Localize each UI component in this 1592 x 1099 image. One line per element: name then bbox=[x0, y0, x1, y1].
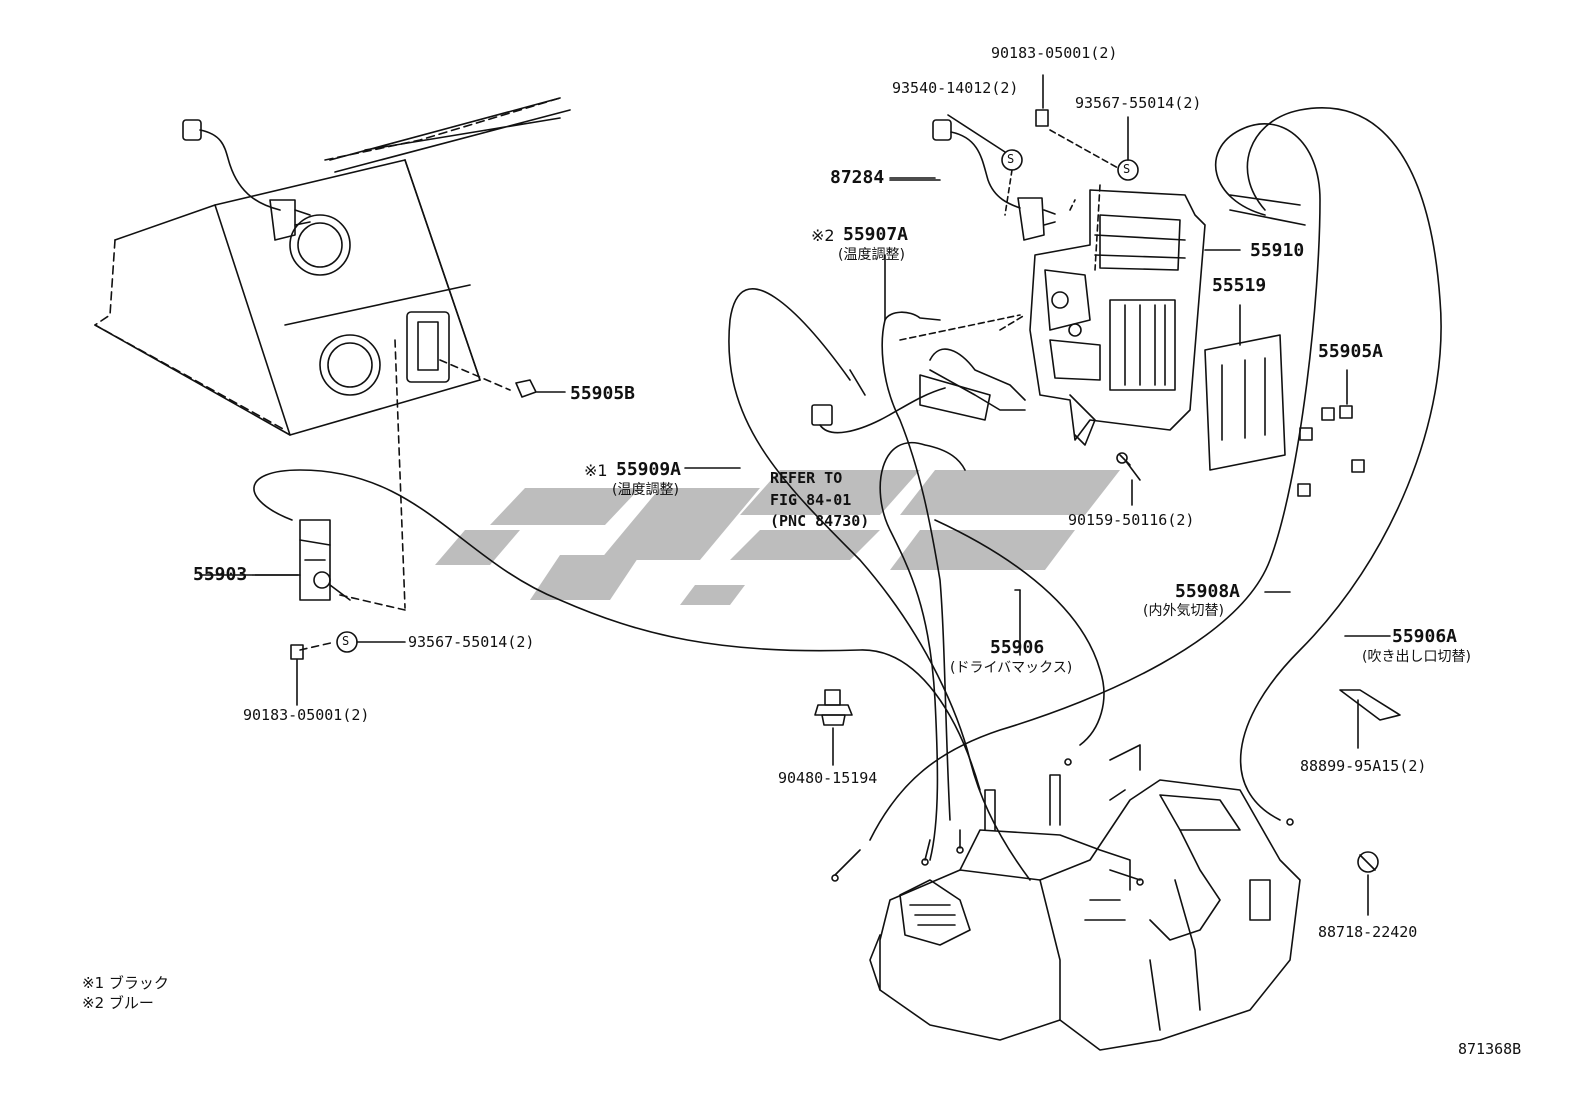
clamp-88718 bbox=[1357, 851, 1379, 916]
label-90183-top: 90183-05001(2) bbox=[991, 44, 1118, 62]
clip-55905B bbox=[515, 379, 566, 398]
label-55907A-desc: (温度調整) bbox=[838, 247, 905, 263]
label-93540: 93540-14012(2) bbox=[892, 79, 1019, 97]
label-90183-left: 90183-05001(2) bbox=[243, 706, 370, 724]
label-93567-left: 93567-55014(2) bbox=[408, 633, 535, 651]
label-55905A: 55905A bbox=[1318, 341, 1384, 362]
label-55909A-mark: ※1 bbox=[584, 461, 608, 480]
label-55903: 55903 bbox=[193, 564, 248, 585]
wire-harness bbox=[819, 348, 1026, 434]
nut-90183-left bbox=[290, 644, 304, 660]
cable-55907A bbox=[728, 288, 1031, 881]
label-55909A-desc: (温度調整) bbox=[612, 482, 679, 498]
label-90159: 90159-50116(2) bbox=[1068, 511, 1195, 529]
dashboard-panel bbox=[94, 97, 571, 609]
label-93567-top: 93567-55014(2) bbox=[1075, 94, 1202, 112]
cable-55908A bbox=[869, 123, 1321, 841]
label-55906-desc: (ドライバマックス) bbox=[950, 660, 1073, 676]
sensor-87284 bbox=[182, 119, 936, 241]
clip-symbol-93567-left: S bbox=[342, 634, 350, 648]
screw-90159 bbox=[1116, 452, 1141, 506]
label-55909A: 55909A bbox=[616, 459, 682, 480]
label-55907A-mark: ※2 bbox=[811, 226, 835, 245]
label-55908A: 55908A bbox=[1175, 581, 1241, 602]
label-55906A-desc: (吹き出し口切替) bbox=[1362, 649, 1471, 665]
clip-symbol-93567-top: S bbox=[1123, 162, 1131, 176]
heater-unit bbox=[869, 744, 1301, 1051]
label-55906A: 55906A bbox=[1392, 626, 1458, 647]
cable-55909A bbox=[253, 469, 981, 791]
plate-55519 bbox=[1204, 304, 1286, 471]
label-refer-3: (PNC 84730) bbox=[770, 512, 870, 530]
label-refer-1: REFER TO bbox=[770, 469, 843, 487]
label-55906: 55906 bbox=[990, 637, 1045, 658]
clip-symbol-93540: S bbox=[1007, 152, 1015, 166]
cable-55906 bbox=[879, 442, 966, 861]
footnote-1: ※1 ブラック bbox=[82, 974, 169, 992]
label-55908A-desc: (内外気切替) bbox=[1143, 603, 1224, 619]
label-55905B: 55905B bbox=[570, 383, 636, 404]
control-head-55910 bbox=[1029, 189, 1241, 446]
cable-55906A bbox=[1239, 107, 1442, 821]
lever-55903 bbox=[252, 519, 406, 611]
label-55907A: 55907A bbox=[843, 224, 909, 245]
label-90480: 90480-15194 bbox=[778, 769, 878, 787]
label-88899: 88899-95A15(2) bbox=[1300, 757, 1427, 775]
label-87284: 87284 bbox=[830, 167, 885, 188]
grommet-90480 bbox=[814, 689, 853, 766]
label-55910: 55910 bbox=[1250, 240, 1305, 261]
label-55519: 55519 bbox=[1212, 275, 1267, 296]
cable-ends bbox=[831, 758, 1294, 886]
label-88718: 88718-22420 bbox=[1318, 923, 1418, 941]
label-refer-2: FIG 84-01 bbox=[770, 491, 852, 509]
pad-88899 bbox=[1339, 689, 1401, 749]
clips-55905A bbox=[1297, 369, 1365, 497]
leader-lines bbox=[254, 179, 941, 576]
footnote-2: ※2 ブルー bbox=[82, 994, 154, 1012]
nut-90183-top bbox=[1035, 109, 1049, 127]
diagram-id: 871368B bbox=[1458, 1040, 1522, 1058]
